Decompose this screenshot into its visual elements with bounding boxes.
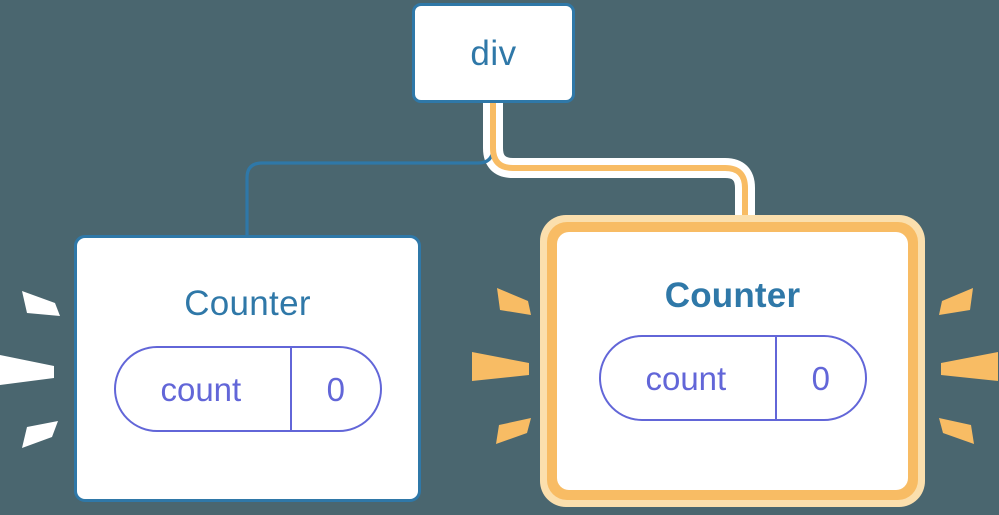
node-div[interactable]: div — [412, 3, 575, 103]
burst-ray — [22, 421, 58, 448]
burst-right-counter-right — [939, 288, 998, 444]
node-counter-right-halo: Counter count 0 — [540, 215, 925, 507]
burst-ray — [497, 288, 531, 315]
state-capsule-left[interactable]: count 0 — [113, 346, 382, 432]
burst-ray — [939, 418, 974, 444]
state-value-cell-left: 0 — [290, 348, 379, 430]
node-counter-right[interactable]: Counter count 0 — [557, 232, 908, 490]
connector-div-to-left-counter — [245, 103, 495, 238]
burst-ray — [0, 355, 54, 385]
node-counter-left[interactable]: Counter count 0 — [74, 235, 421, 502]
state-key-left: count — [160, 370, 242, 408]
connector-div-to-right-counter — [490, 100, 748, 232]
state-key-cell-right: count — [601, 337, 776, 419]
node-counter-right-highlight-ring: Counter count 0 — [547, 222, 918, 500]
burst-ray — [472, 352, 529, 381]
burst-ray — [22, 291, 60, 316]
burst-ray — [939, 288, 973, 315]
state-key-cell-left: count — [116, 348, 291, 430]
node-div-title: div — [470, 33, 517, 73]
node-counter-left-title: Counter — [184, 284, 311, 323]
state-key-right: count — [645, 359, 727, 397]
state-value-right: 0 — [811, 359, 831, 397]
burst-ray — [941, 352, 998, 381]
node-counter-right-title: Counter — [664, 276, 801, 315]
state-capsule-right[interactable]: count 0 — [598, 335, 867, 421]
state-value-cell-right: 0 — [775, 337, 864, 419]
burst-right-counter-left — [472, 288, 531, 444]
state-value-left: 0 — [326, 370, 346, 408]
burst-ray — [496, 418, 531, 444]
burst-left-counter — [0, 291, 60, 448]
